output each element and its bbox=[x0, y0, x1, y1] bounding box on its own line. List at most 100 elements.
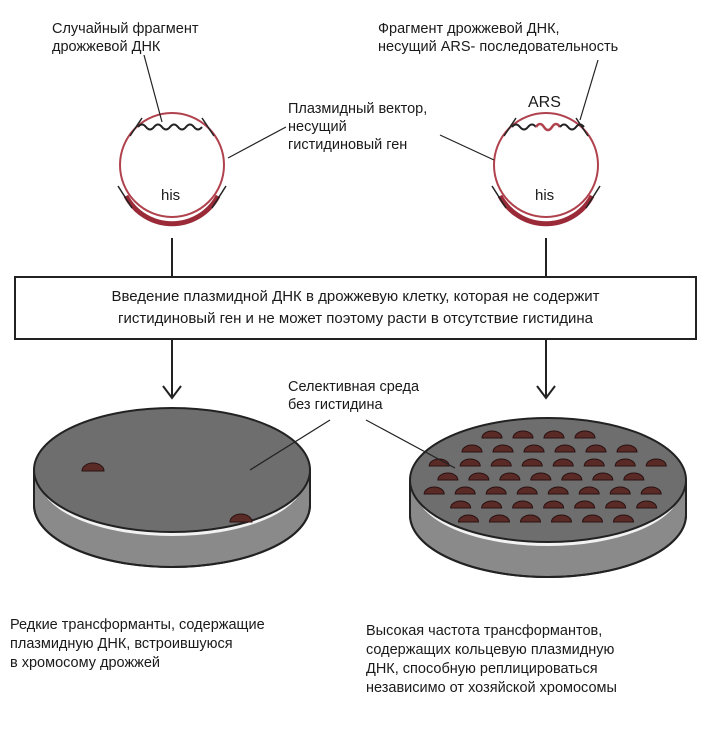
left-his-boundary-left bbox=[117, 185, 133, 209]
random-fragment-label: Случайный фрагмент дрожжевой ДНК bbox=[52, 20, 199, 56]
right-dish-base-edge bbox=[409, 514, 687, 578]
left-plasmid-ring bbox=[119, 112, 225, 218]
right-colony bbox=[605, 500, 627, 509]
right-colony bbox=[481, 500, 503, 509]
right-colony bbox=[554, 444, 576, 453]
right-colony bbox=[614, 458, 636, 467]
left-fragment-pointer bbox=[143, 54, 163, 123]
right-colony bbox=[547, 486, 569, 495]
right-colony bbox=[640, 486, 662, 495]
right-colony bbox=[490, 458, 512, 467]
right-arrow-head bbox=[536, 385, 556, 400]
right-fragment-pointer bbox=[579, 59, 599, 121]
right-colony bbox=[499, 472, 521, 481]
left-arrow-head bbox=[162, 385, 182, 400]
left-fragment-boundary-left bbox=[129, 117, 143, 137]
right-colony bbox=[461, 444, 483, 453]
right-fragment-boundary-right bbox=[575, 117, 589, 137]
right-colony bbox=[636, 500, 658, 509]
right-colony bbox=[561, 472, 583, 481]
right-petri-dish bbox=[409, 417, 687, 578]
right-colony bbox=[485, 486, 507, 495]
right-his-boundary-left bbox=[491, 185, 507, 209]
right-caption-line3: ДНК, способную реплицироваться bbox=[366, 661, 598, 677]
right-plasmid-ring bbox=[493, 112, 599, 218]
medium-pointer-left bbox=[249, 419, 331, 471]
left-colony bbox=[229, 513, 253, 523]
random-fragment-label-line1: Случайный фрагмент bbox=[52, 21, 199, 37]
vector-pointer-left bbox=[227, 126, 287, 159]
right-caption-line2: содержащих кольцевую плазмидную bbox=[366, 642, 615, 658]
right-colony bbox=[481, 430, 503, 439]
left-his-label: his bbox=[161, 187, 180, 204]
plasmid-vector-label-line2: несущий bbox=[288, 119, 347, 135]
left-caption-line3: в хромосому дрожжей bbox=[10, 655, 161, 671]
left-caption-line1: Редкие трансформанты, содержащие bbox=[10, 617, 265, 633]
right-colony bbox=[645, 458, 667, 467]
selective-medium-label: Селективная среда без гистидина bbox=[288, 378, 419, 414]
right-his-label: his bbox=[535, 187, 554, 204]
right-caption-line4: независимо от хозяйской хромосомы bbox=[366, 680, 617, 696]
right-colony bbox=[468, 472, 490, 481]
right-colony bbox=[623, 472, 645, 481]
selective-medium-label-line2: без гистидина bbox=[288, 397, 383, 413]
right-colony bbox=[574, 500, 596, 509]
procedure-step-line1: Введение плазмидной ДНК в дрожжевую клет… bbox=[111, 288, 600, 305]
left-colony bbox=[81, 462, 105, 472]
right-colony bbox=[585, 444, 607, 453]
left-result-caption: Редкие трансформанты, содержащие плазмид… bbox=[10, 616, 265, 673]
procedure-step-box: Введение плазмидной ДНК в дрожжевую клет… bbox=[14, 276, 697, 340]
right-colony bbox=[550, 514, 572, 523]
right-colony bbox=[459, 458, 481, 467]
right-colony bbox=[516, 486, 538, 495]
right-ars-sequence bbox=[534, 122, 562, 132]
ars-fragment-label-line1: Фрагмент дрожжевой ДНК, bbox=[378, 21, 560, 37]
right-colony bbox=[530, 472, 552, 481]
right-fragment-boundary-left bbox=[503, 117, 517, 137]
left-his-gene-segment bbox=[123, 194, 221, 227]
selective-medium-label-line1: Селективная среда bbox=[288, 379, 420, 395]
right-colony bbox=[450, 500, 472, 509]
medium-pointer-right bbox=[365, 419, 456, 469]
right-colony bbox=[612, 514, 634, 523]
right-colony bbox=[616, 444, 638, 453]
right-colony bbox=[521, 458, 543, 467]
right-colony bbox=[519, 514, 541, 523]
left-random-fragment-wavy bbox=[137, 123, 203, 131]
plasmid-vector-label: Плазмидный вектор, несущий гистидиновый … bbox=[288, 100, 427, 154]
right-caption-line1: Высокая частота трансформантов, bbox=[366, 623, 603, 639]
right-colony bbox=[543, 430, 565, 439]
right-colony bbox=[512, 500, 534, 509]
ars-fragment-label: Фрагмент дрожжевой ДНК, несущий ARS- пос… bbox=[378, 20, 618, 56]
left-plasmid: his bbox=[117, 54, 227, 227]
right-colony bbox=[492, 444, 514, 453]
right-colony bbox=[523, 444, 545, 453]
right-colony bbox=[574, 430, 596, 439]
left-dish-medium bbox=[33, 407, 311, 533]
left-caption-line2: плазмидную ДНК, встроившуюся bbox=[10, 636, 233, 652]
right-fragment-wavy-left bbox=[511, 123, 537, 131]
right-plasmid: his ARS bbox=[491, 59, 601, 227]
ars-label: ARS bbox=[528, 94, 561, 111]
left-his-boundary-right bbox=[211, 185, 227, 209]
right-colony bbox=[512, 430, 534, 439]
right-colony bbox=[552, 458, 574, 467]
right-colony bbox=[454, 486, 476, 495]
vector-pointer-right bbox=[439, 134, 495, 161]
right-colony bbox=[437, 472, 459, 481]
ars-fragment-label-line2: несущий ARS- последовательность bbox=[378, 39, 619, 55]
right-colony bbox=[581, 514, 603, 523]
right-colony bbox=[578, 486, 600, 495]
right-colony bbox=[609, 486, 631, 495]
left-petri-dish bbox=[33, 407, 311, 568]
left-dish-base-edge bbox=[33, 504, 311, 568]
right-his-boundary-right bbox=[585, 185, 601, 209]
right-colony bbox=[423, 486, 445, 495]
plasmid-vector-label-line1: Плазмидный вектор, bbox=[288, 101, 428, 117]
procedure-step-line2: гистидиновый ген и не может поэтому раст… bbox=[117, 310, 594, 327]
right-colony bbox=[592, 472, 614, 481]
left-fragment-boundary-right bbox=[201, 117, 215, 137]
right-colony bbox=[583, 458, 605, 467]
right-colonies bbox=[423, 430, 667, 523]
